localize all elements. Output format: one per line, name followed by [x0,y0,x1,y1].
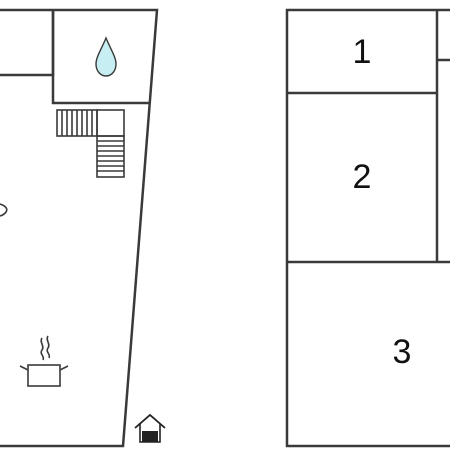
entrance-house-icon [134,413,166,443]
room-number-1: 1 [353,33,372,71]
left-floor-outline [0,8,159,448]
left-top-room-wall [0,10,55,77]
cooking-pot-icon [19,335,69,387]
left-floor [0,8,159,448]
right-floor-outline [285,8,450,448]
bathroom-wall [51,10,149,105]
room-number-3: 3 [393,333,412,371]
staircase-icon [56,109,125,178]
room-number-2: 2 [353,158,372,196]
bed-icon [0,203,8,217]
water-drop-icon [95,36,117,77]
right-floor [285,8,450,448]
